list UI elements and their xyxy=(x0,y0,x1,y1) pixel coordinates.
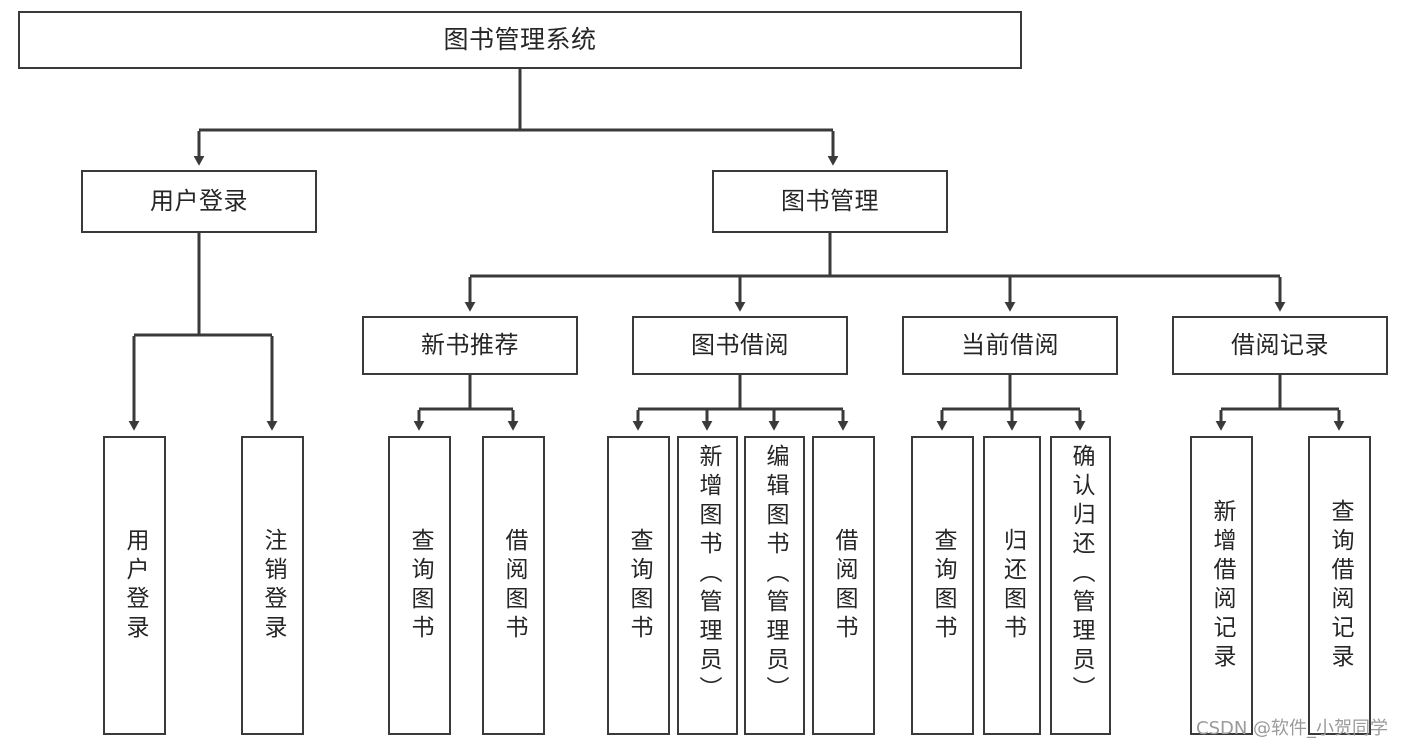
node-label: 借阅记录 xyxy=(1231,331,1329,360)
node-label: 编辑图书（管理员） xyxy=(762,444,788,705)
node-leaf-10[interactable]: 确认归还（管理员） xyxy=(1050,436,1111,735)
node-label: 查询图书 xyxy=(626,527,652,644)
node-label: 新书推荐 xyxy=(421,331,519,360)
node-label: 查询图书 xyxy=(407,527,433,644)
node-leaf-5[interactable]: 新增图书（管理员） xyxy=(677,436,738,735)
node-label: 归还图书 xyxy=(999,527,1026,644)
node-label: 图书管理系统 xyxy=(443,25,597,55)
node-level2-0[interactable]: 用户登录 xyxy=(81,170,317,233)
node-label: 新增图书（管理员） xyxy=(695,444,721,705)
node-leaf-12[interactable]: 查询借阅记录 xyxy=(1308,436,1371,735)
node-level3-0[interactable]: 新书推荐 xyxy=(362,316,578,375)
node-label: 当前借阅 xyxy=(961,331,1059,360)
node-leaf-8[interactable]: 查询图书 xyxy=(911,436,974,735)
node-leaf-7[interactable]: 借阅图书 xyxy=(812,436,875,735)
node-leaf-3[interactable]: 借阅图书 xyxy=(482,436,545,735)
node-leaf-11[interactable]: 新增借阅记录 xyxy=(1190,436,1253,735)
node-level3-2[interactable]: 当前借阅 xyxy=(902,316,1118,375)
node-label: 查询图书 xyxy=(930,527,956,644)
node-label: 用户登录 xyxy=(122,527,148,644)
node-label: 借阅图书 xyxy=(831,527,857,644)
node-leaf-2[interactable]: 查询图书 xyxy=(388,436,451,735)
node-level2-1[interactable]: 图书管理 xyxy=(712,170,948,233)
node-label: 图书管理 xyxy=(781,187,879,216)
node-leaf-9[interactable]: 归还图书 xyxy=(983,436,1041,735)
node-label: 确认归还（管理员） xyxy=(1068,444,1094,705)
node-level3-1[interactable]: 图书借阅 xyxy=(632,316,848,375)
node-label: 注销登录 xyxy=(260,527,286,644)
node-label: 用户登录 xyxy=(150,187,248,216)
node-leaf-4[interactable]: 查询图书 xyxy=(607,436,670,735)
node-label: 新增借阅记录 xyxy=(1209,498,1235,673)
node-root-system[interactable]: 图书管理系统 xyxy=(18,11,1022,69)
node-label: 借阅图书 xyxy=(501,527,527,644)
node-leaf-6[interactable]: 编辑图书（管理员） xyxy=(744,436,805,735)
node-leaf-0[interactable]: 用户登录 xyxy=(103,436,166,735)
node-label: 图书借阅 xyxy=(691,331,789,360)
csdn-watermark: CSDN @软件_小贺同学 xyxy=(1196,718,1389,739)
node-leaf-1[interactable]: 注销登录 xyxy=(241,436,304,735)
node-level3-3[interactable]: 借阅记录 xyxy=(1172,316,1388,375)
node-label: 查询借阅记录 xyxy=(1327,498,1353,673)
